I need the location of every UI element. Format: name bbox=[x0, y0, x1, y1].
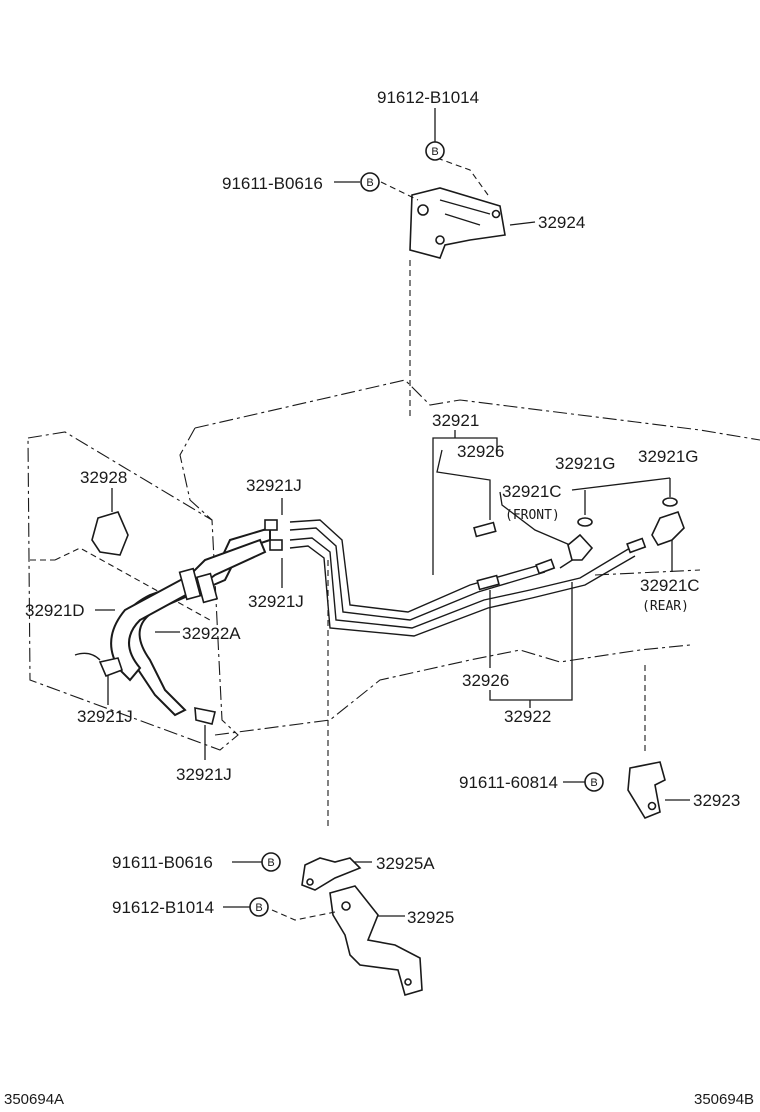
label-32925A: 32925A bbox=[376, 854, 435, 873]
label-32925: 32925 bbox=[407, 908, 454, 927]
label-91612-B1014-bottom: 91612-B1014 bbox=[112, 898, 214, 917]
label-32921C-front: 32921C bbox=[502, 482, 562, 501]
bolt-callout-b-3-letter: B bbox=[590, 777, 597, 789]
footer-code-left: 350694A bbox=[4, 1091, 64, 1108]
bolt-callout-b-4-letter: B bbox=[267, 857, 274, 869]
label-32921G-right: 32921G bbox=[638, 447, 699, 466]
label-32921J-mid: 32921J bbox=[248, 592, 304, 611]
label-32922: 32922 bbox=[504, 707, 551, 726]
vehicle-body-outline bbox=[179, 260, 760, 830]
label-front-note: (FRONT) bbox=[505, 508, 560, 523]
callout-circles: B B B B B bbox=[249, 141, 604, 917]
label-32923: 32923 bbox=[693, 791, 740, 810]
label-32921: 32921 bbox=[432, 411, 479, 430]
label-32926-bottom: 32926 bbox=[462, 671, 509, 690]
bracket-32924 bbox=[380, 157, 506, 259]
cooler-hoses bbox=[74, 511, 283, 725]
footer: 350694A 350694B bbox=[4, 1091, 754, 1108]
label-32928: 32928 bbox=[80, 468, 127, 487]
label-91611-60814: 91611-60814 bbox=[459, 773, 558, 792]
label-32921J-left: 32921J bbox=[77, 707, 133, 726]
bolt-callout-b-2 bbox=[360, 172, 380, 192]
bracket-32925A bbox=[301, 857, 362, 891]
oil-cooler-panel bbox=[27, 431, 239, 751]
label-32922A: 32922A bbox=[182, 624, 241, 643]
label-91612-B1014-top: 91612-B1014 bbox=[377, 88, 479, 107]
label-32924: 32924 bbox=[538, 213, 585, 232]
part-labels: 91612-B1014 91611-B0616 32924 32921 3292… bbox=[25, 88, 740, 927]
label-91611-B0616-bottom: 91611-B0616 bbox=[112, 853, 213, 872]
label-32926-top: 32926 bbox=[457, 442, 504, 461]
bolt-callout-b-3 bbox=[584, 772, 604, 792]
bolt-callout-b-2-letter: B bbox=[366, 177, 373, 189]
bolt-callout-b-1 bbox=[425, 141, 445, 161]
label-rear-note: (REAR) bbox=[642, 599, 689, 614]
label-91611-B0616-top: 91611-B0616 bbox=[222, 174, 323, 193]
label-32921C-rear: 32921C bbox=[640, 576, 700, 595]
label-32921G-left: 32921G bbox=[555, 454, 616, 473]
leader-lines bbox=[95, 108, 690, 917]
label-32921J-bottom: 32921J bbox=[176, 765, 232, 784]
bolt-callout-b-1-letter: B bbox=[431, 146, 438, 158]
cooler-tubes bbox=[289, 519, 647, 637]
label-32921J-top: 32921J bbox=[246, 476, 302, 495]
bracket-32923 bbox=[627, 761, 666, 819]
label-32921D: 32921D bbox=[25, 601, 85, 620]
footer-code-right: 350694B bbox=[694, 1091, 754, 1108]
bracket-32925 bbox=[271, 885, 423, 996]
bolt-callout-b-4 bbox=[261, 852, 281, 872]
fittings bbox=[567, 497, 685, 561]
bolt-callout-b-5-letter: B bbox=[255, 902, 262, 914]
bolt-callout-b-5 bbox=[249, 897, 269, 917]
